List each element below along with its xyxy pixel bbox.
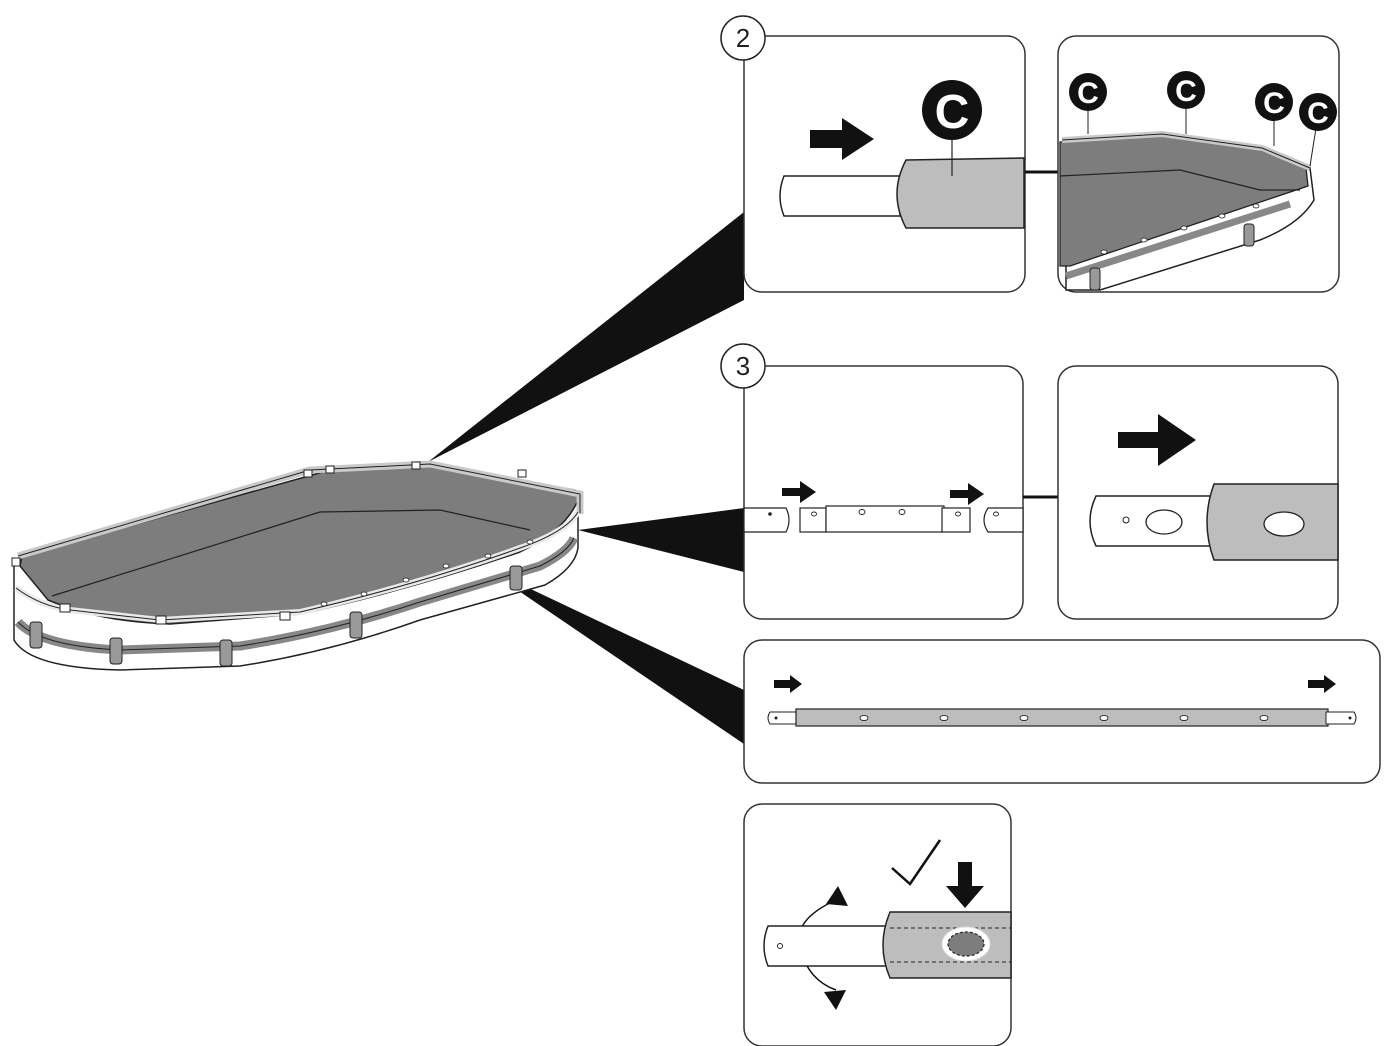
arrow-right-icon (950, 483, 984, 505)
step3-pipe-segment (799, 507, 827, 533)
part-c-label: C (1263, 87, 1285, 120)
step2-inner-pipe (779, 175, 901, 217)
svg-text:2: 2 (736, 23, 750, 53)
step-2-group: C C C C (720, 15, 1340, 293)
arrow-right-icon (782, 481, 816, 503)
arrow-right-icon (1118, 414, 1196, 466)
arrow-right-icon (810, 118, 874, 160)
rail-holes (320, 539, 534, 607)
step3-panel-pipes (743, 365, 1024, 620)
pool-liner (19, 465, 579, 625)
step-3-group: 3 (720, 343, 1339, 620)
lock-inner-pipe (763, 925, 895, 967)
arrow-down-icon (946, 862, 984, 908)
step2-sleeve (896, 157, 1025, 229)
pool-floor-line (51, 509, 531, 597)
callout-wedge-step2 (428, 212, 744, 462)
callout-wedge-rail (482, 566, 744, 744)
step-2-number: 2 (720, 15, 766, 61)
lock-check-group (743, 803, 1012, 1046)
step-3-number: 3 (720, 343, 766, 389)
check-icon (891, 839, 942, 886)
arrow-right-icon (774, 675, 802, 693)
callout-wedge-step3 (578, 508, 744, 572)
part-c-label: C (1175, 75, 1197, 108)
locking-pin (947, 931, 985, 957)
part-c-badge: C (922, 80, 982, 140)
part-c-label: C (1077, 77, 1099, 110)
rail-bar (795, 708, 1329, 727)
callout-wedges (428, 212, 744, 744)
rail-connectors (11, 461, 527, 625)
svg-text:3: 3 (736, 351, 750, 381)
leg-clips (29, 565, 523, 667)
part-c-badges-small: C C C C (1069, 71, 1337, 167)
part-c-label: C (1307, 97, 1329, 130)
part-c-label: C (935, 86, 970, 139)
pool-overview (11, 460, 584, 671)
rail-assembly-group (743, 639, 1381, 784)
arrow-right-icon (1308, 675, 1336, 693)
